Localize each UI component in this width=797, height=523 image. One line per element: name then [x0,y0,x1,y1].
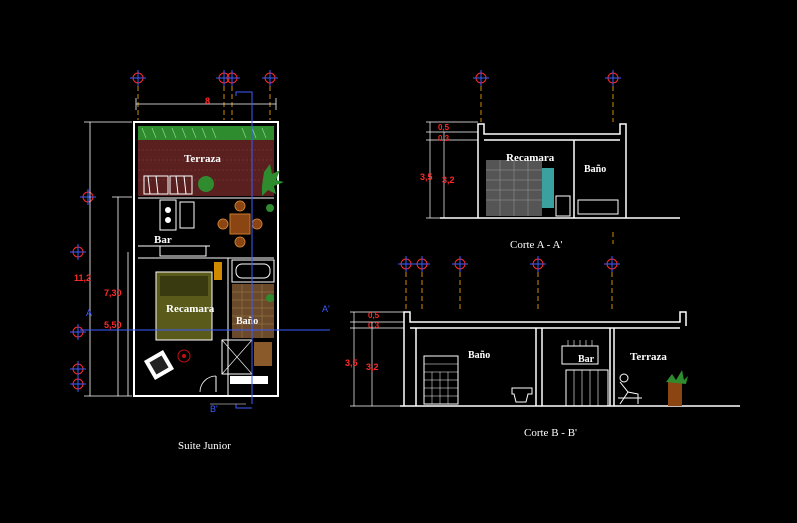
bb-caption: Corte B - B' [524,427,577,439]
aa-dim-height-a: 3,5 [420,172,433,182]
aa-label-bano: Baño [584,164,606,175]
plan-dim-lower: 5,50 [104,320,122,330]
section-mark-a: A [86,308,92,318]
bb-planter [668,382,682,406]
bb-lounge-figure [618,373,642,405]
bb-label-terraza: Terraza [630,351,667,363]
room-label-terraza: Terraza [184,153,221,165]
bb-dim-height-b: 3,2 [366,362,379,372]
room-label-recamara: Recamara [166,303,215,315]
plan-dim-width: 8 [205,96,210,106]
bb-dim-top-b: 0,3 [368,321,380,330]
room-label-bano: Baño [236,316,258,327]
section-aa: 0,5 0,3 3,5 3,2 Recamara Baño Corte A - … [420,70,680,251]
bb-dim-top-a: 0,5 [368,311,380,320]
section-mark-b-prime: B' [210,404,218,414]
bb-label-bano: Baño [468,350,490,361]
planter-strip [138,126,274,140]
section-bb: 0,5 0,3 3,5 3,2 Baño [345,256,740,439]
plan-axis-markers [70,70,278,392]
section-mark-a-prime: A' [322,304,330,314]
room-label-bar: Bar [154,234,172,246]
bb-dim-height-a: 3,5 [345,358,358,368]
terrace-plants [198,164,284,196]
armchair [143,349,191,381]
aa-caption: Corte A - A' [510,239,562,251]
section-lines [80,91,330,409]
bar-sink [159,199,177,231]
aa-dim-top-a: 0,5 [438,123,450,132]
lounge-chairs [143,175,193,195]
plan-dim-mid: 7,30 [104,288,122,298]
plan-dim-overall: 11,2 [74,273,91,283]
plan-title: Suite Junior [178,440,231,452]
bathroom-floor [232,284,274,338]
bathtub [231,259,275,283]
aa-label-recamara: Recamara [506,152,555,164]
aa-dim-top-b: 0,3 [438,134,450,143]
bb-label-bar: Bar [578,354,595,365]
aa-dim-height-b: 3,2 [442,175,455,185]
plan-outer-wall [133,121,279,397]
floor-plan: 8 11,2 7,30 5,50 Terraza [70,70,330,452]
dining-set [217,200,274,248]
